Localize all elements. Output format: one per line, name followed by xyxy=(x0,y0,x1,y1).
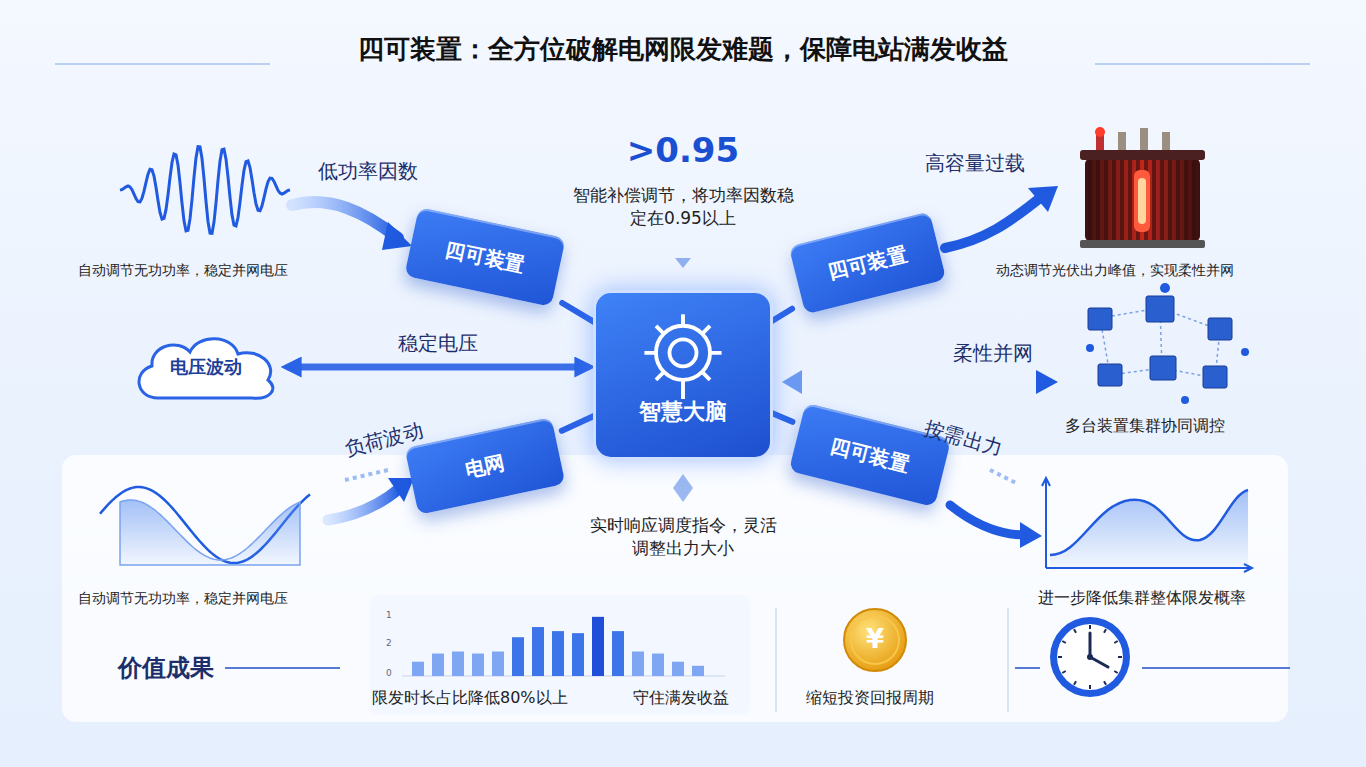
brain-icon xyxy=(596,293,770,457)
bar xyxy=(412,662,424,676)
text-label: 柔性并网 xyxy=(953,340,1033,367)
clock-tick xyxy=(1089,625,1091,629)
text-label: 限发时长占比降低80%以上 xyxy=(372,688,568,709)
clock-tick xyxy=(1114,671,1117,673)
bar xyxy=(532,627,544,676)
text-label: 缩短投资回报周期 xyxy=(806,688,934,709)
text-label: 自动调节无功功率，稳定并网电压 xyxy=(78,590,288,608)
text-label: 自动调节无功功率，稳定并网电压 xyxy=(78,262,288,280)
clock-tick xyxy=(1104,681,1106,684)
bar xyxy=(512,637,524,676)
connector xyxy=(562,415,597,431)
text-label: 2 xyxy=(386,638,392,648)
node-text: 四可装置 xyxy=(443,235,527,278)
node-text: 智慧大脑 xyxy=(596,397,770,427)
node-text: 电压波动 xyxy=(170,355,242,379)
clock-tick xyxy=(1062,671,1065,673)
text-label: 0 xyxy=(386,668,392,678)
text-label: 低功率因数 xyxy=(318,158,418,185)
edge-label: 稳定电压 xyxy=(394,330,482,357)
bar xyxy=(552,631,564,676)
node-text: 四可装置 xyxy=(828,432,912,478)
process-box: 四可装置 xyxy=(789,212,947,315)
bar xyxy=(592,617,604,676)
hub-box: 智慧大脑 xyxy=(593,290,773,460)
text-label: 高容量过载 xyxy=(925,150,1025,177)
bar xyxy=(492,652,504,676)
text-label: 价值成果 xyxy=(118,652,214,684)
node-text: 电网 xyxy=(463,449,508,484)
node-text: 四可装置 xyxy=(825,240,909,286)
text-label: 1 xyxy=(386,610,392,620)
bar xyxy=(612,631,624,676)
text-label: 守住满发收益 xyxy=(633,688,729,709)
bar xyxy=(572,633,584,676)
clock-tick xyxy=(1089,685,1091,689)
clock-tick xyxy=(1062,641,1065,643)
text-label: 实时响应调度指令，灵活调整出力大小 xyxy=(583,514,783,560)
text-label: 智能补偿调节，将功率因数稳定在0.95以上 xyxy=(568,184,798,230)
text-label: 进一步降低集群整体限发概率 xyxy=(1038,588,1246,609)
process-box: 四可装置 xyxy=(404,207,565,307)
text-label: >0.95 xyxy=(627,130,739,170)
clock-tick xyxy=(1074,629,1076,632)
connector xyxy=(289,364,587,371)
bar xyxy=(432,654,444,676)
clock-tick xyxy=(1104,629,1106,632)
clock-tick xyxy=(1074,681,1076,684)
connector xyxy=(562,303,596,323)
text-label: 多台装置集群协同调控 xyxy=(1065,416,1225,437)
bar xyxy=(692,666,704,676)
text-label: ¥ xyxy=(866,624,884,654)
clock-tick xyxy=(1114,641,1117,643)
title: 四可装置：全方位破解电网限发难题，保障电站满发收益 xyxy=(358,32,1008,67)
cloud-shape: 电压波动 xyxy=(128,328,283,406)
bar xyxy=(452,652,464,676)
text-label: 动态调节光伏出力峰值，实现柔性并网 xyxy=(996,262,1234,280)
clock-tick xyxy=(1118,656,1122,658)
bar xyxy=(652,654,664,676)
bar xyxy=(632,652,644,676)
bar xyxy=(472,654,484,676)
clock-tick xyxy=(1058,656,1062,658)
bar xyxy=(672,662,684,676)
